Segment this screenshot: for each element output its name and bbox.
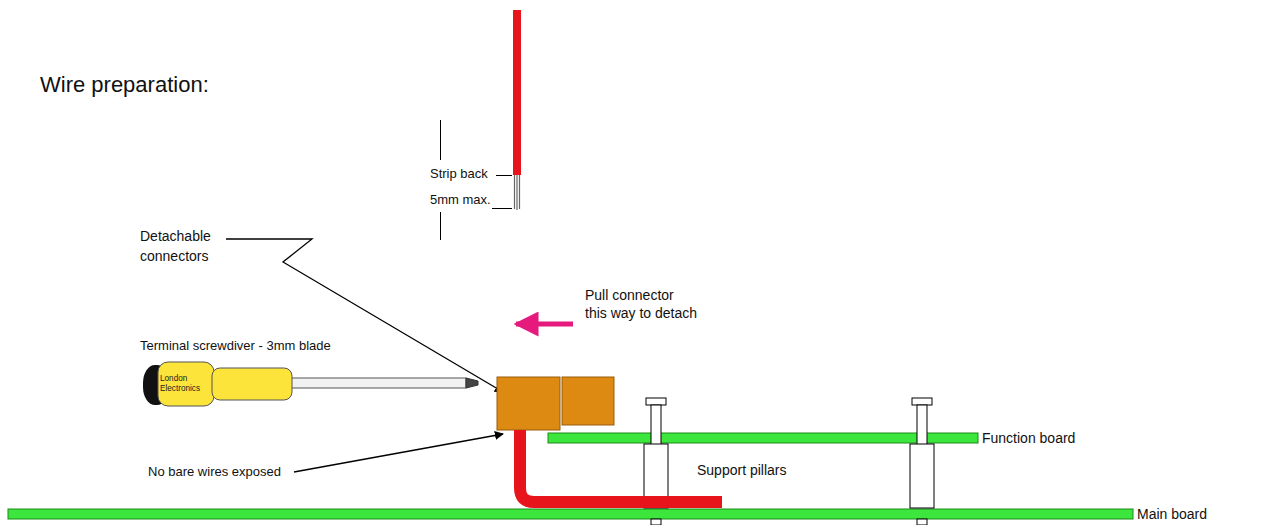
screwdriver: [143, 362, 478, 406]
stripped-strands: [515, 175, 520, 210]
heading: Wire preparation:: [40, 72, 209, 98]
tool-label: Terminal screwdiver - 3mm blade: [140, 337, 331, 355]
wire-insulation: [513, 10, 521, 175]
dimension-label: Strip back 5mm max.: [430, 161, 492, 213]
callout-label: No bare wires exposed: [148, 463, 281, 481]
main-board: [8, 509, 1133, 519]
pull-arrow: [516, 322, 573, 327]
leader-line: [294, 434, 503, 472]
callout-label: Detachable connectors: [140, 226, 209, 266]
instruction-label: Pull connector this way to detach: [585, 286, 699, 322]
wire: [520, 430, 722, 502]
brand-text: London Electronics: [160, 374, 212, 394]
screwdriver-handle: London Electronics: [160, 364, 212, 404]
function-board: [548, 433, 978, 443]
detachable-connector: [562, 377, 614, 425]
part-label: Function board: [982, 429, 1075, 447]
part-label: Support pillars: [697, 461, 787, 479]
part-label: Main board: [1137, 505, 1207, 523]
detachable-connector: [497, 377, 560, 430]
